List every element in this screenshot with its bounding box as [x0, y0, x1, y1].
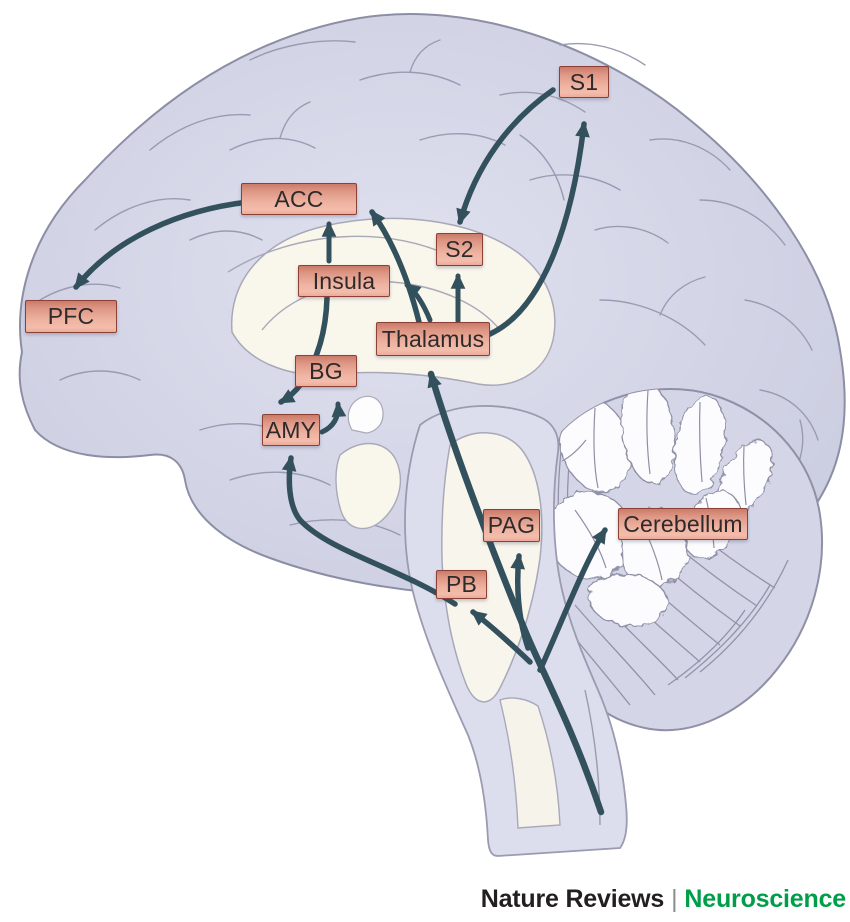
node-pag: PAG: [483, 509, 540, 542]
brainstem-region: [404, 405, 628, 857]
arrow-s1-to-s2: [456, 87, 556, 225]
node-insula: Insula: [298, 265, 390, 297]
arrow-thalamus-to-s1: [487, 121, 590, 337]
footer-credit: Nature Reviews|Neuroscience: [481, 885, 846, 914]
arrow-acc-to-pfc: [73, 199, 251, 290]
footer-separator: |: [671, 885, 678, 913]
gyri-lines: [39, 39, 819, 539]
node-thalamus: Thalamus: [376, 322, 490, 356]
footer-section-name: Neuroscience: [684, 885, 846, 913]
node-pb: PB: [436, 570, 487, 599]
node-cerebellum: Cerebellum: [618, 508, 748, 540]
arrow-cord-to-pb: [470, 609, 533, 665]
node-s1: S1: [559, 66, 609, 98]
node-s2: S2: [436, 233, 483, 266]
node-pfc: PFC: [25, 300, 117, 333]
node-acc: ACC: [241, 183, 357, 215]
arrow-cord-to-pag: [510, 553, 531, 651]
arrow-cord-to-cerebellum: [537, 527, 608, 673]
arrow-amy-to-bg: [319, 401, 347, 435]
footer-journal-name: Nature Reviews: [480, 885, 665, 913]
arrow-pb-to-amy: [281, 455, 458, 607]
node-amy: AMY: [262, 414, 320, 446]
arrow-thalamus-to-acc: [369, 209, 422, 325]
foliage-veins: [561, 389, 747, 581]
node-bg: BG: [295, 355, 357, 387]
